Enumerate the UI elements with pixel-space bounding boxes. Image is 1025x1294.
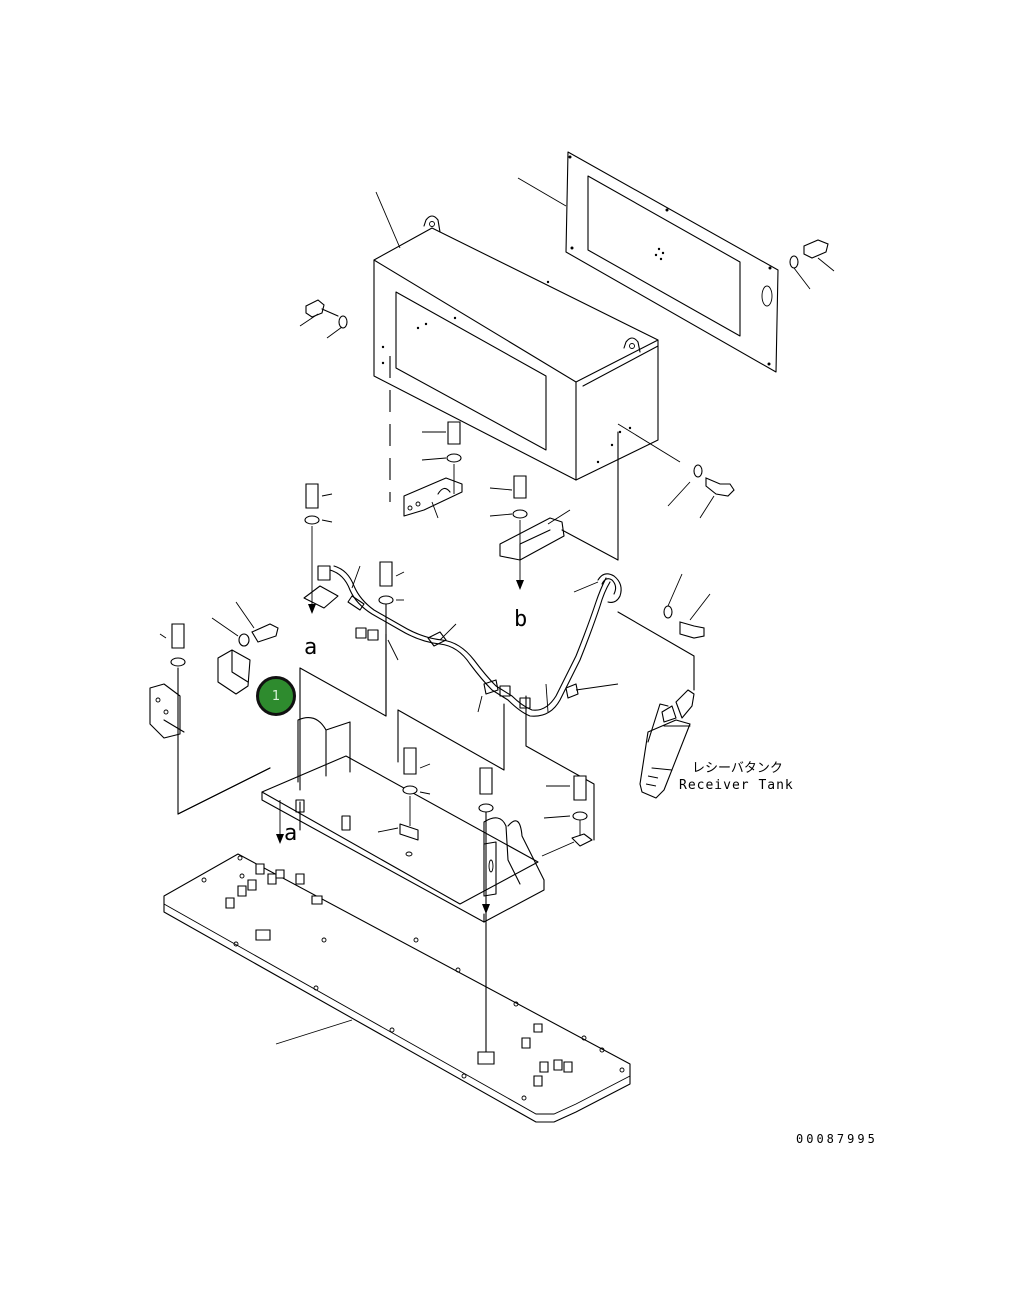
left-bracket	[150, 624, 270, 814]
bracket-b	[490, 432, 618, 590]
frame-guide-lines	[300, 634, 594, 840]
frame-bolt-center	[479, 768, 493, 1062]
receiver-label-en: Receiver Tank	[679, 778, 794, 793]
callout-marker-1[interactable]: 1	[256, 676, 296, 716]
box-housing	[374, 192, 658, 480]
clip	[212, 602, 278, 694]
receiver-label-jp: レシーバタンク	[692, 761, 783, 776]
base-plate	[164, 854, 630, 1122]
cover-panel	[518, 152, 778, 372]
drawing-number: 00087995	[796, 1132, 878, 1146]
box-left-bolt	[300, 300, 347, 338]
ref-label-a-upper: a	[304, 635, 317, 660]
box-lower-bolt	[618, 424, 734, 518]
bracket-center	[404, 422, 462, 518]
ref-label-b: b	[514, 607, 527, 632]
base-frame	[262, 718, 544, 922]
frame-bolt-right	[542, 776, 592, 856]
ref-label-a-lower: a	[284, 821, 297, 846]
bracket-a-upper	[304, 484, 338, 614]
box-right-bolt	[790, 240, 834, 289]
receiver-tank	[640, 690, 694, 798]
harness-bolt	[379, 562, 404, 716]
frame-bolt-left	[403, 748, 430, 826]
receiver-clamp-bolt	[618, 574, 710, 690]
wire-harness	[330, 566, 621, 716]
